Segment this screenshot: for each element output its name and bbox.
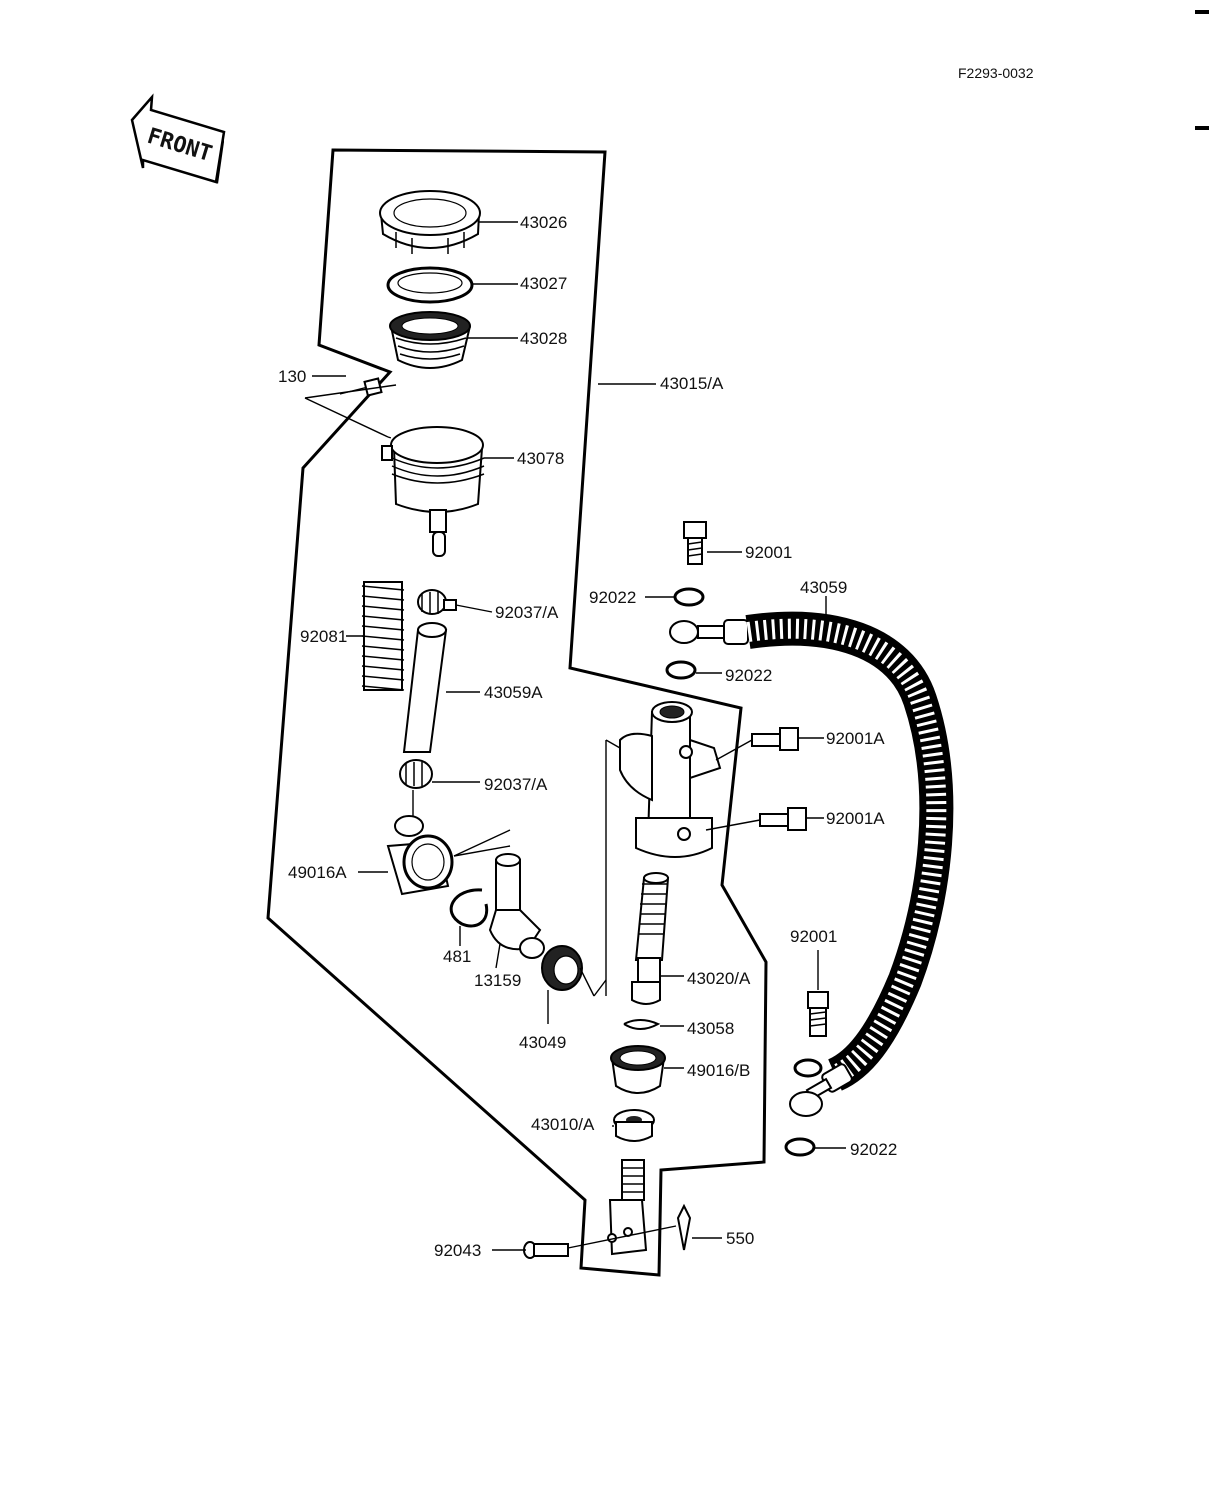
label-43059: 43059 [800,578,847,597]
elbow-13159 [488,853,545,959]
clamp-92037a-top [417,589,457,615]
label-13159: 13159 [474,971,521,990]
label-481: 481 [443,947,471,966]
spring-92081 [361,581,405,691]
piston-43020a [631,872,670,1005]
label-43026: 43026 [520,213,567,232]
label-92022-bottom: 92022 [850,1140,897,1159]
assembly-boundary [266,148,768,1277]
boot-49016b [610,1045,666,1094]
master-cylinder-body [619,701,722,858]
cap-43026 [379,190,481,254]
drawing-code: F2293-0032 [958,65,1034,81]
clamp-92037a-bottom [399,759,433,789]
label-43027: 43027 [520,274,567,293]
clip-43058 [623,1019,661,1030]
edge-mark-mid [1195,126,1209,130]
label-49016b: 49016/B [687,1061,750,1080]
ring-43027 [386,266,474,304]
label-43049: 43049 [519,1033,566,1052]
label-43015a: 43015/A [660,374,724,393]
label-92001a-bottom: 92001A [826,809,885,828]
label-43028: 43028 [520,329,567,348]
bushing-43049 [541,945,583,991]
label-130: 130 [278,367,306,386]
label-92001-right: 92001 [790,927,837,946]
label-92001-top: 92001 [745,543,792,562]
label-92081: 92081 [300,627,347,646]
bolt-92001-top [683,521,707,565]
front-arrow: FRONT [130,93,226,184]
cotter-pin-550 [676,1203,692,1251]
edge-mark-top [1195,10,1209,14]
washer-hose-end [793,1058,823,1078]
label-550: 550 [726,1229,754,1248]
label-43020a: 43020/A [687,969,751,988]
pushrod-43010a [607,1109,655,1256]
label-92022-mid: 92022 [725,666,772,685]
label-43058: 43058 [687,1019,734,1038]
washer-92022-bottom [784,1137,816,1157]
label-49016a: 49016A [288,863,347,882]
bolt-92001a-bottom [759,807,807,831]
label-92043: 92043 [434,1241,481,1260]
label-43010a: 43010/A [531,1115,595,1134]
hose-43059a [402,622,448,753]
reservoir-43078 [381,426,485,557]
washer-92022-mid [665,660,697,680]
bolt-92001a-top [751,727,799,751]
label-43078: 43078 [517,449,564,468]
circlip-481 [449,888,489,928]
bolt-130 [339,377,383,397]
label-92037a-bottom: 92037/A [484,775,548,794]
hose-43059 [669,611,954,1117]
bolt-92001-right [807,991,829,1037]
washer-92022-top [673,587,705,607]
label-43059a: 43059A [484,683,543,702]
fitting-49016a [386,790,454,896]
label-92037a-top: 92037/A [495,603,559,622]
pin-92043 [523,1241,569,1259]
label-92022-top: 92022 [589,588,636,607]
label-92001a-top: 92001A [826,729,885,748]
boot-43028 [389,311,471,369]
